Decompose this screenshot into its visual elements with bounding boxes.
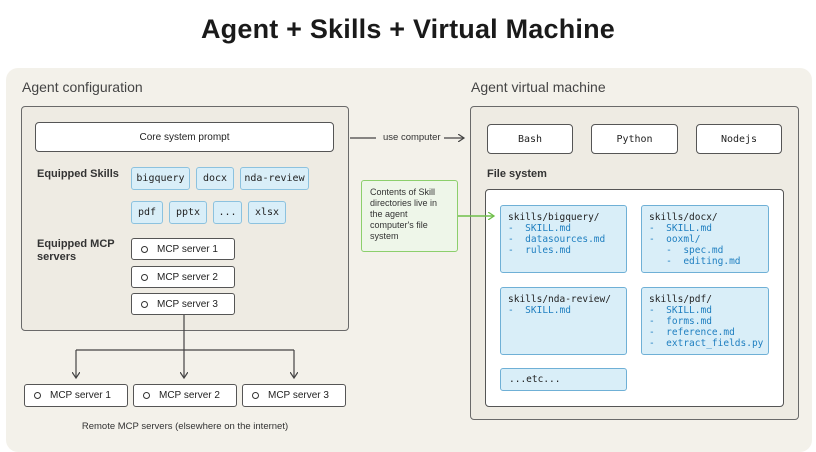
file-entry: - SKILL.md bbox=[649, 223, 712, 234]
equipped-mcp-server-2: MCP server 2 bbox=[131, 266, 235, 288]
server-circle-icon bbox=[141, 245, 148, 253]
dir-name: skills/docx/ bbox=[649, 212, 718, 223]
equipped-skills-label: Equipped Skills bbox=[37, 168, 119, 180]
diagram-title: Agent + Skills + Virtual Machine bbox=[200, 14, 616, 44]
dir-name: skills/pdf/ bbox=[649, 294, 712, 305]
core-system-prompt: Core system prompt bbox=[35, 122, 334, 152]
skills-callout: Contents of Skill directories live in th… bbox=[361, 180, 458, 252]
mcp-server-label: MCP server 1 bbox=[157, 243, 218, 255]
file-entry: - ooxml/ bbox=[649, 234, 701, 245]
dir-pdf: skills/pdf/ - SKILL.md - forms.md - refe… bbox=[641, 287, 769, 355]
dir-bigquery: skills/bigquery/ - SKILL.md - datasource… bbox=[500, 205, 627, 273]
server-circle-icon bbox=[143, 392, 150, 399]
equipped-mcp-label: Equipped MCP servers bbox=[37, 238, 115, 263]
use-computer-label: use computer bbox=[381, 132, 443, 143]
file-entry: - datasources.md bbox=[508, 234, 606, 245]
equipped-mcp-server-1: MCP server 1 bbox=[131, 238, 235, 260]
file-entry: - editing.md bbox=[649, 256, 741, 267]
file-entry: - reference.md bbox=[649, 327, 735, 338]
mcp-server-label: MCP server 2 bbox=[159, 390, 220, 401]
runtime-python: Python bbox=[591, 124, 678, 154]
dir-etc: ...etc... bbox=[500, 368, 627, 391]
skill-pptx: pptx bbox=[169, 201, 207, 224]
dir-name: skills/bigquery/ bbox=[508, 212, 600, 223]
file-entry: - extract_fields.py bbox=[649, 338, 764, 349]
server-circle-icon bbox=[252, 392, 259, 399]
mcp-server-label: MCP server 3 bbox=[268, 390, 329, 401]
server-circle-icon bbox=[141, 273, 148, 281]
skill-ellipsis: ... bbox=[213, 201, 242, 224]
etc-label: ...etc... bbox=[509, 374, 561, 385]
dir-nda-review: skills/nda-review/ - SKILL.md bbox=[500, 287, 627, 355]
dir-docx: skills/docx/ - SKILL.md - ooxml/ - spec.… bbox=[641, 205, 769, 273]
file-entry: - SKILL.md bbox=[508, 305, 571, 316]
runtime-nodejs: Nodejs bbox=[696, 124, 782, 154]
agent-config-label: Agent configuration bbox=[22, 79, 143, 95]
file-entry: - spec.md bbox=[649, 245, 724, 256]
server-circle-icon bbox=[141, 300, 148, 308]
skill-nda-review: nda-review bbox=[240, 167, 309, 190]
mcp-server-label: MCP server 1 bbox=[50, 390, 111, 401]
equipped-mcp-server-3: MCP server 3 bbox=[131, 293, 235, 315]
skill-pdf: pdf bbox=[131, 201, 163, 224]
remote-mcp-server-2: MCP server 2 bbox=[133, 384, 237, 407]
skill-bigquery: bigquery bbox=[131, 167, 190, 190]
server-circle-icon bbox=[34, 392, 41, 399]
file-entry: - SKILL.md bbox=[508, 223, 571, 234]
dir-name: skills/nda-review/ bbox=[508, 294, 611, 305]
file-entry: - rules.md bbox=[508, 245, 571, 256]
runtime-bash: Bash bbox=[487, 124, 573, 154]
skill-docx: docx bbox=[196, 167, 234, 190]
vm-label: Agent virtual machine bbox=[471, 79, 606, 95]
remote-mcp-server-3: MCP server 3 bbox=[242, 384, 346, 407]
skill-xlsx: xlsx bbox=[248, 201, 286, 224]
mcp-server-label: MCP server 2 bbox=[157, 271, 218, 283]
file-system-label: File system bbox=[487, 168, 547, 180]
file-entry: - forms.md bbox=[649, 316, 712, 327]
mcp-server-label: MCP server 3 bbox=[157, 298, 218, 310]
remote-caption: Remote MCP servers (elsewhere on the int… bbox=[81, 421, 289, 432]
file-entry: - SKILL.md bbox=[649, 305, 712, 316]
remote-mcp-server-1: MCP server 1 bbox=[24, 384, 128, 407]
